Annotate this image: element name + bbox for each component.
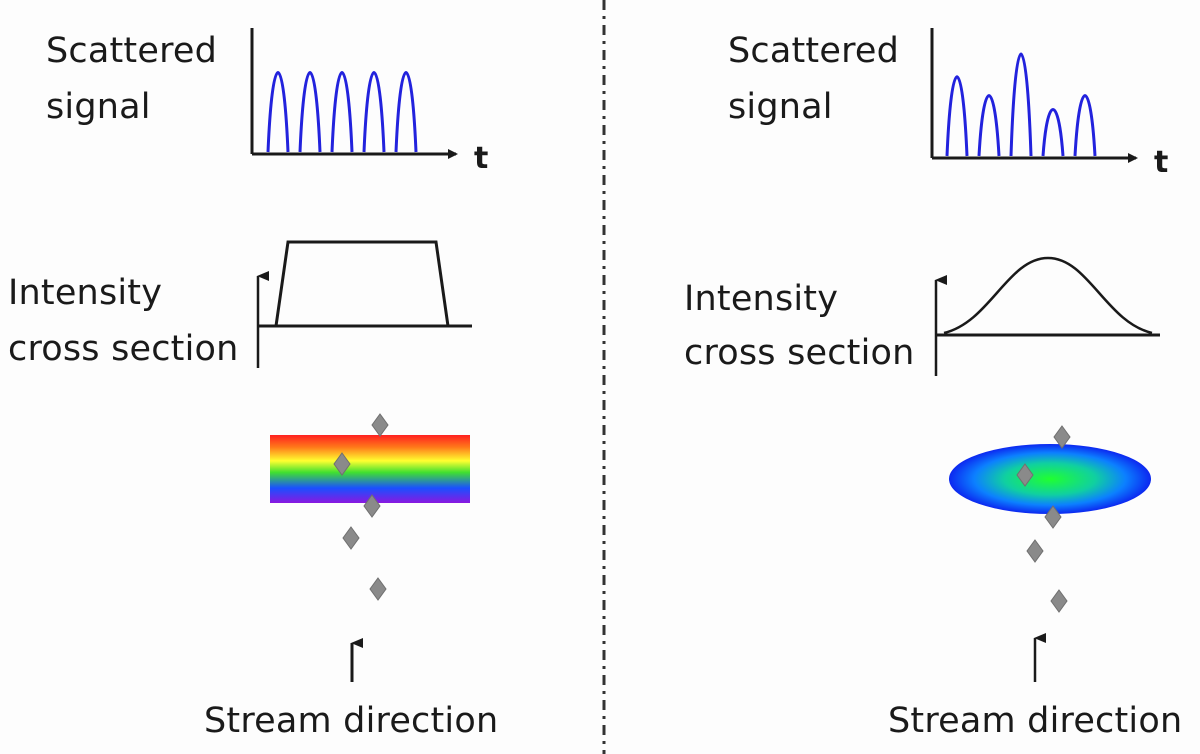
right-intensity-plot [934, 256, 1160, 376]
particle [371, 413, 389, 437]
particle [363, 494, 381, 518]
left-stream-direction-label: Stream direction [204, 701, 499, 741]
right-time-axis-label: t [1154, 145, 1169, 180]
left-flat-top-profile [274, 240, 450, 327]
signal-pulse [1009, 52, 1033, 157]
left-flat-top-beam [270, 435, 470, 503]
particle [1044, 505, 1062, 529]
particle [333, 452, 351, 476]
signal-pulse [330, 71, 354, 153]
left-intensity-plot [256, 240, 472, 368]
right-gaussian-beam [949, 444, 1151, 514]
right-scattered-label-1: Scattered [728, 31, 900, 71]
right-gaussian-profile [943, 256, 1153, 335]
signal-pulse [1073, 94, 1097, 157]
signal-pulse [945, 75, 969, 157]
right-intensity-label-1: Intensity [684, 279, 839, 319]
signal-pulse [266, 71, 290, 153]
left-scattered-label-1: Scattered [46, 31, 218, 71]
signal-pulse [298, 71, 322, 153]
particle [369, 577, 387, 601]
particle [1050, 589, 1068, 613]
left-intensity-label-2: cross section [8, 329, 239, 369]
particle [1016, 463, 1034, 487]
left-signal-plot [250, 28, 458, 159]
left-intensity-label-1: Intensity [8, 273, 163, 313]
right-stream-direction-label: Stream direction [888, 701, 1183, 741]
left-time-axis-label: t [474, 141, 489, 176]
left-scattered-label-2: signal [46, 87, 151, 127]
right-signal-pulses [945, 52, 1097, 157]
right-intensity-label-2: cross section [684, 333, 915, 373]
right-signal-plot [930, 28, 1138, 163]
left-signal-pulses [266, 71, 418, 153]
signal-pulse [977, 94, 1001, 157]
left-particles [333, 413, 389, 601]
right-scattered-label-2: signal [728, 87, 833, 127]
particle [1053, 425, 1071, 449]
signal-pulse [394, 71, 418, 153]
signal-pulse [362, 71, 386, 153]
particle [1026, 539, 1044, 563]
right-particles [1016, 425, 1071, 613]
signal-pulse [1041, 107, 1065, 157]
particle [342, 526, 360, 550]
